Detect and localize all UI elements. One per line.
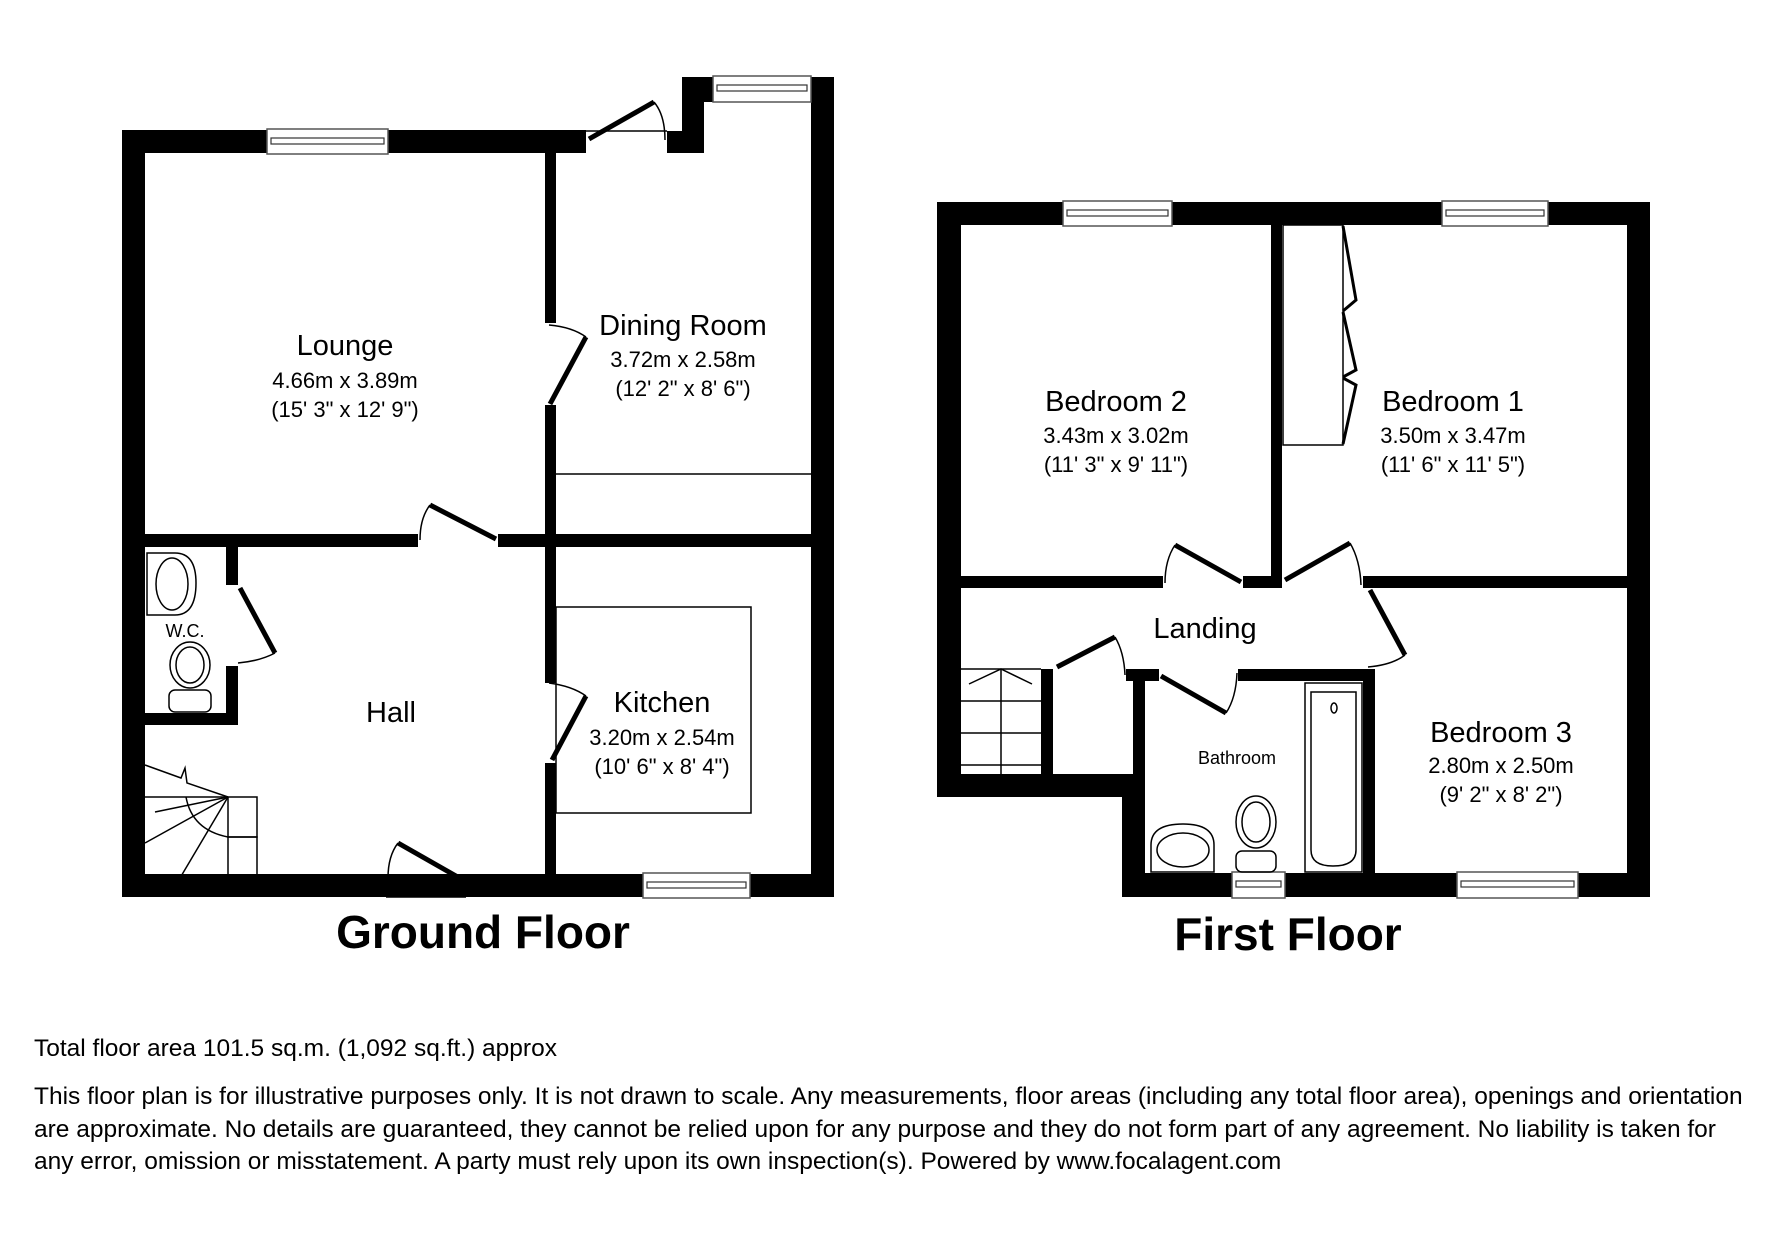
bedroom-divider-wall xyxy=(1271,225,1282,588)
kitchen-door xyxy=(548,682,589,762)
ground-floor-plan: Lounge 4.66m x 3.89m (15' 3" x 12' 9") D… xyxy=(122,75,834,958)
bedroom2-imperial: (11' 3" x 9' 11") xyxy=(1044,452,1188,477)
kitchen-units xyxy=(555,606,752,814)
ff-right-wall xyxy=(1627,202,1650,897)
wardrobe-doors xyxy=(1341,225,1358,445)
kitchen-imperial: (10' 6" x 8' 4") xyxy=(594,754,729,779)
dining-metric: 3.72m x 2.58m xyxy=(610,347,756,372)
front-door xyxy=(386,840,466,898)
bedroom1-imperial: (11' 6" x 11' 5") xyxy=(1381,452,1525,477)
bedroom1-wardrobe xyxy=(1282,224,1344,446)
first-floor-plan: Bedroom 2 3.43m x 3.02m (11' 3" x 9' 11"… xyxy=(937,200,1650,960)
bedroom3-metric: 2.80m x 2.50m xyxy=(1428,753,1574,778)
bathroom-left-wall xyxy=(1133,669,1145,774)
kitchen-label: Kitchen xyxy=(614,687,711,719)
ff-lower-left-wall xyxy=(937,774,1145,797)
dining-window xyxy=(712,75,812,103)
bedroom1-label: Bedroom 1 xyxy=(1382,386,1524,418)
bedroom2-bottom-wall xyxy=(961,576,1163,588)
dining-label: Dining Room xyxy=(599,310,767,342)
bedroom1-bottom-wall xyxy=(1363,576,1627,588)
lounge-dining-door xyxy=(547,324,589,406)
wc-basin xyxy=(146,552,197,616)
lounge-window xyxy=(266,128,389,155)
hall-kitchen-wall-lower xyxy=(545,763,556,874)
bedroom3-label: Bedroom 3 xyxy=(1430,717,1572,749)
bathroom-basin xyxy=(1150,823,1215,873)
wc-label: W.C. xyxy=(166,621,205,641)
bathroom-outer-left-wall xyxy=(1122,774,1145,897)
wc-wall-lower xyxy=(226,666,238,725)
bathroom-door xyxy=(1159,672,1238,716)
closet-wall-top xyxy=(1041,669,1053,681)
wc-door xyxy=(237,586,278,664)
bathroom-window xyxy=(1231,871,1286,899)
kitchen-window xyxy=(642,872,751,899)
dining-imperial: (12' 2" x 8' 6") xyxy=(615,376,750,401)
bedroom3-door xyxy=(1367,588,1408,668)
back-door xyxy=(586,99,667,142)
ground-floor-title: Ground Floor xyxy=(336,906,630,958)
wc-toilet xyxy=(168,641,212,713)
bedroom3-window xyxy=(1456,871,1579,899)
disclaimer-text: This floor plan is for illustrative purp… xyxy=(34,1083,1743,1175)
lounge-dining-wall-upper xyxy=(545,153,556,323)
gf-left-wall xyxy=(122,130,145,897)
bathroom-label: Bathroom xyxy=(1198,748,1276,768)
lounge-metric: 4.66m x 3.89m xyxy=(272,368,418,393)
stair-closet-wall xyxy=(1041,669,1053,774)
gf-right-wall xyxy=(811,77,834,897)
lounge-imperial: (15' 3" x 12' 9") xyxy=(271,397,419,422)
bedroom2-door xyxy=(1164,542,1243,585)
total-floor-area: Total floor area 101.5 sq.m. (1,092 sq.f… xyxy=(34,1035,557,1062)
closet-door xyxy=(1055,634,1126,676)
ground-floor-stairs xyxy=(144,764,258,879)
bedroom3-imperial: (9' 2" x 8' 2") xyxy=(1439,782,1562,807)
hall-label: Hall xyxy=(366,697,416,729)
first-floor-stairs xyxy=(961,668,1041,774)
lounge-hall-door xyxy=(419,502,498,542)
bathroom-top-wall xyxy=(1238,669,1375,681)
lounge-hall-wall-right xyxy=(498,534,811,547)
ff-left-wall xyxy=(937,202,961,797)
bedroom2-label: Bedroom 2 xyxy=(1045,386,1187,418)
bedroom2-metric: 3.43m x 3.02m xyxy=(1043,423,1189,448)
bedroom1-metric: 3.50m x 3.47m xyxy=(1380,423,1526,448)
bedroom2-wall-stub xyxy=(1243,576,1282,588)
bathroom-right-wall xyxy=(1363,669,1375,873)
bedroom1-door xyxy=(1283,540,1362,586)
landing-label: Landing xyxy=(1153,613,1256,645)
bathroom-toilet xyxy=(1235,795,1277,873)
lounge-hall-wall-left xyxy=(145,534,418,547)
bedroom1-window xyxy=(1441,200,1549,227)
wc-bottom-wall xyxy=(145,713,238,725)
kitchen-metric: 3.20m x 2.54m xyxy=(589,725,735,750)
bath-tub xyxy=(1304,682,1363,873)
first-floor-title: First Floor xyxy=(1174,908,1402,960)
lounge-label: Lounge xyxy=(297,330,394,362)
bedroom2-window xyxy=(1062,200,1173,227)
wc-wall-upper xyxy=(226,547,238,585)
